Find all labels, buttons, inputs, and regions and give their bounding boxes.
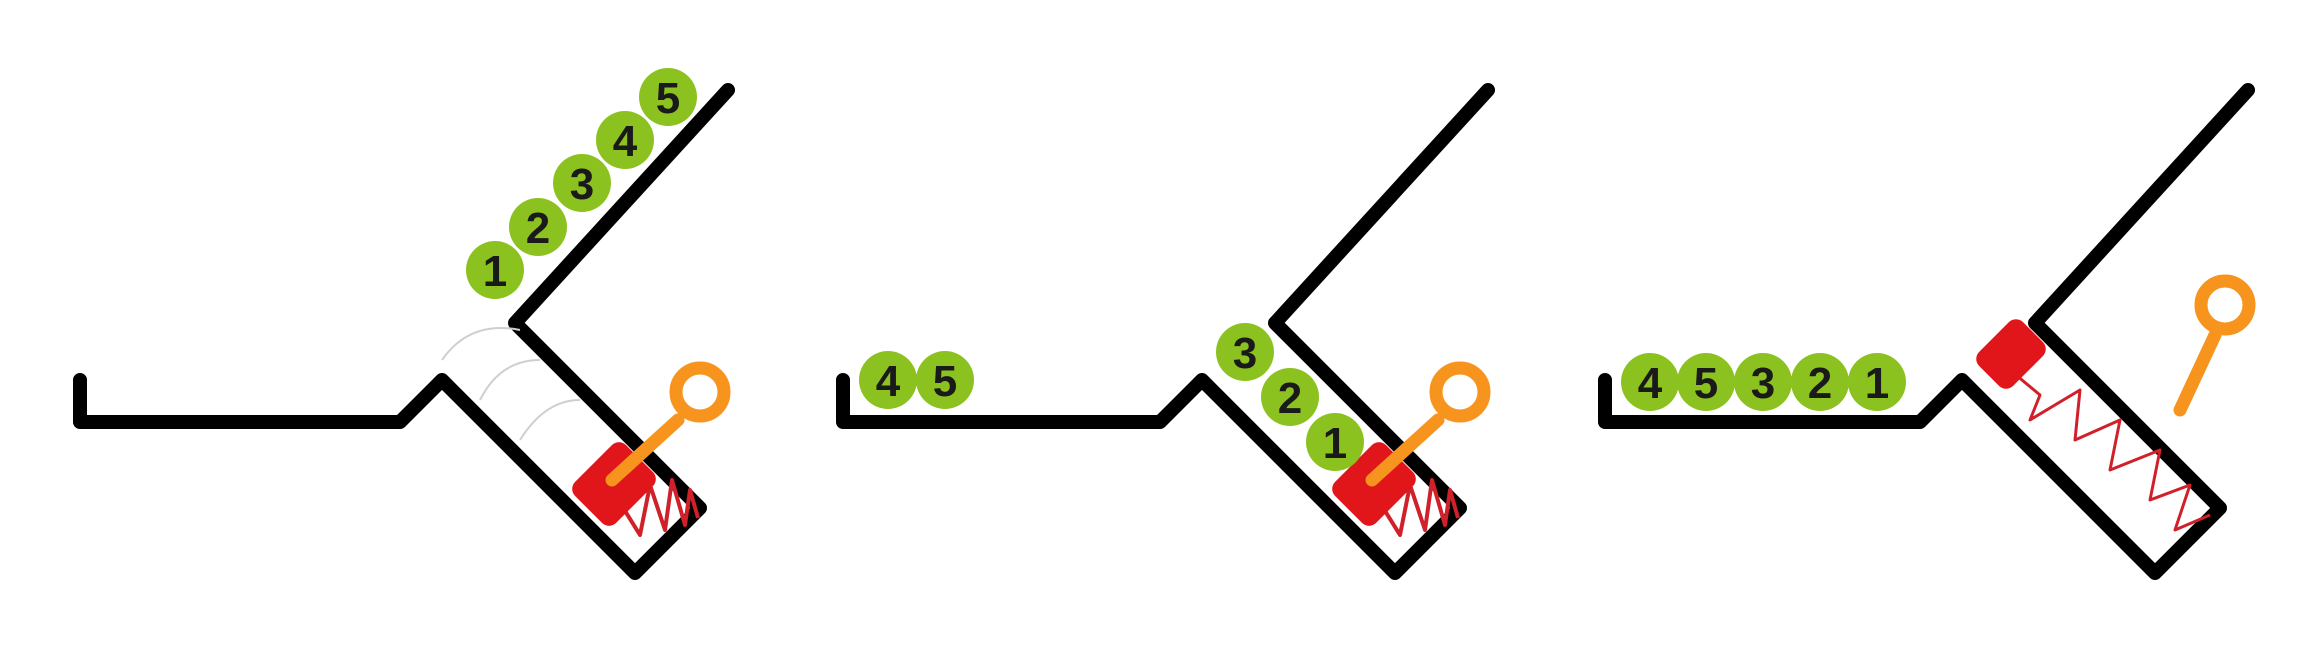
svg-text:2: 2: [1278, 374, 1302, 423]
svg-text:2: 2: [526, 204, 550, 253]
tube-ghost-2: [479, 359, 541, 401]
spring: [2009, 368, 2211, 532]
panel-2: 4 5 3 2 1: [836, 83, 1495, 580]
ball-5: 5: [639, 68, 697, 126]
trigger-pin: [1365, 413, 1445, 487]
ball-4: 4: [596, 111, 654, 169]
ball-4: 4: [1621, 353, 1679, 411]
svg-text:4: 4: [876, 357, 901, 406]
svg-text:3: 3: [1751, 359, 1775, 408]
svg-text:1: 1: [1323, 419, 1347, 468]
trigger-ring: [669, 361, 731, 423]
ball-3: 3: [553, 154, 611, 212]
track-outline: [1598, 83, 2255, 580]
ball-3: 3: [1734, 353, 1792, 411]
svg-text:4: 4: [613, 117, 638, 166]
trigger-ring: [2194, 274, 2256, 336]
ball-5: 5: [1677, 353, 1735, 411]
svg-text:5: 5: [1694, 359, 1718, 408]
svg-text:5: 5: [933, 357, 957, 406]
ball-4: 4: [859, 351, 917, 409]
ball-2: 2: [509, 198, 567, 256]
ball-1: 1: [466, 241, 524, 299]
track-outline: [73, 83, 735, 580]
ball-1: 1: [1848, 353, 1906, 411]
svg-text:5: 5: [656, 74, 680, 123]
panel-3: 4 5 3 2 1: [1598, 83, 2256, 580]
svg-text:4: 4: [1638, 359, 1663, 408]
svg-text:2: 2: [1808, 359, 1832, 408]
tube-ghost: [441, 327, 521, 361]
panel-2-left-balls: 4 5: [859, 351, 974, 409]
trigger-pin: [605, 413, 685, 487]
svg-text:3: 3: [1233, 329, 1257, 378]
ball-5: 5: [916, 351, 974, 409]
panel-3-balls: 4 5 3 2 1: [1621, 353, 1906, 411]
spring: [1370, 478, 1460, 537]
tube-ghost-3: [519, 399, 581, 441]
svg-text:3: 3: [570, 160, 594, 209]
svg-text:1: 1: [483, 247, 507, 296]
plunger: [1976, 319, 2046, 389]
panel-2-tube-balls: 3 2 1: [1216, 323, 1364, 471]
ball-2: 2: [1261, 368, 1319, 426]
panel-1: 1 2 3 4 5: [73, 68, 735, 580]
trigger-ring: [1429, 361, 1491, 423]
ball-2: 2: [1791, 353, 1849, 411]
svg-text:1: 1: [1865, 359, 1889, 408]
panel-1-balls: 1 2 3 4 5: [466, 68, 697, 299]
ball-1: 1: [1306, 413, 1364, 471]
track-outline: [836, 83, 1495, 580]
spring: [610, 478, 700, 537]
trigger-pin: [2173, 328, 2222, 417]
ball-3: 3: [1216, 323, 1274, 381]
